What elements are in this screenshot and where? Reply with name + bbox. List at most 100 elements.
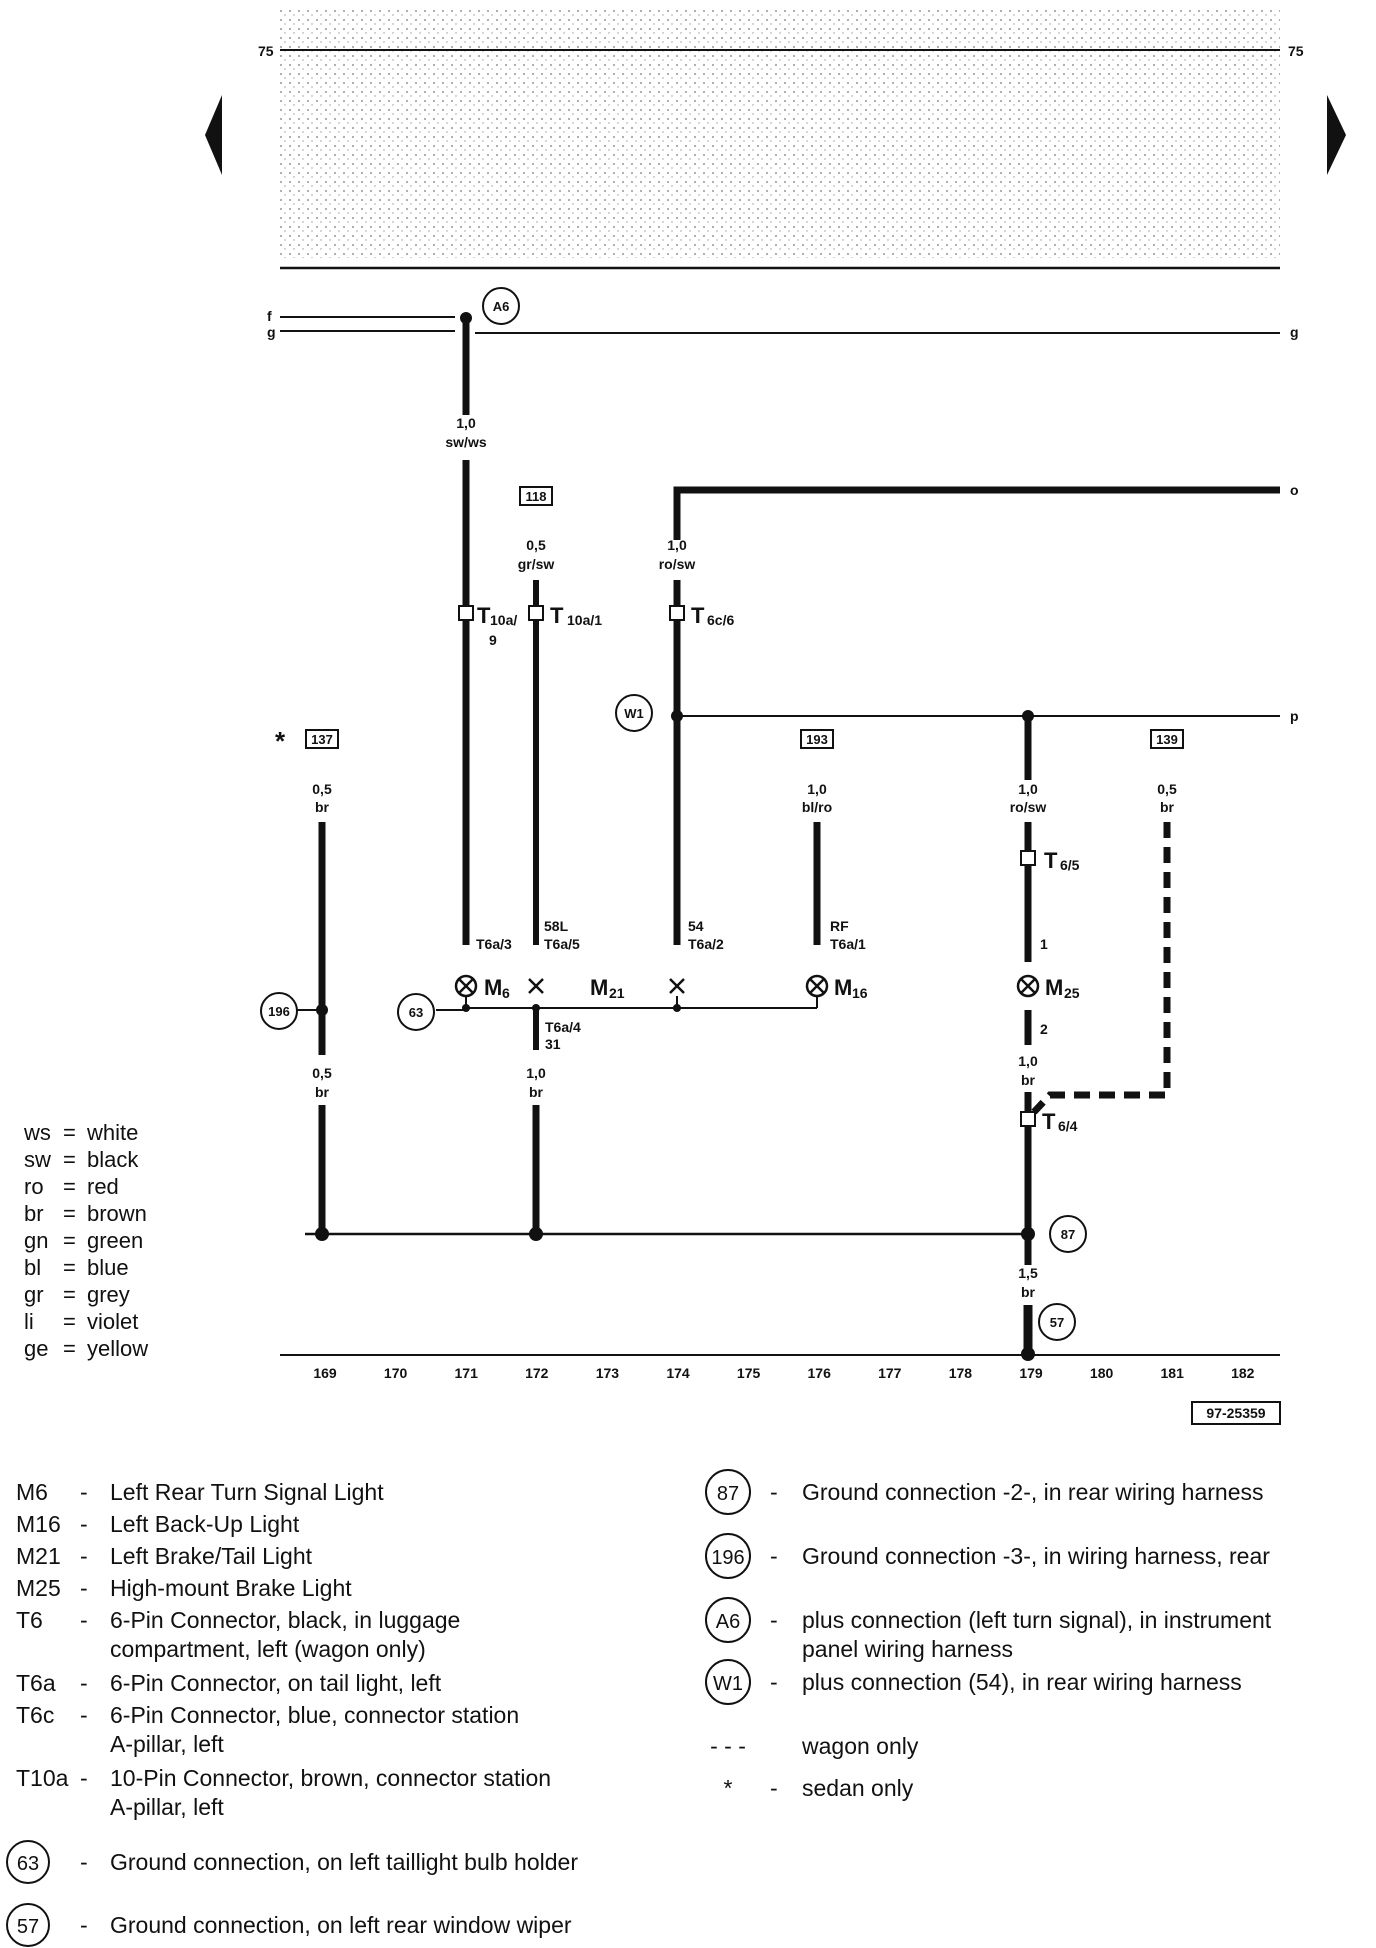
pin-rf: RF: [830, 918, 849, 934]
wire-179-color: ro/sw: [1010, 799, 1047, 815]
connector-t6c-6: T 6c/6: [669, 603, 734, 628]
wire-172-color: gr/sw: [518, 556, 555, 572]
color-key-name: white: [86, 1120, 138, 1145]
legend-text-cont: panel wiring harness: [802, 1636, 1013, 1662]
legend-tag-circle: [705, 1659, 751, 1705]
legend-tag-circle: [705, 1597, 751, 1643]
m25-label: M: [1045, 975, 1063, 1000]
legend-tag: 63: [17, 1853, 39, 1875]
connector-t6-5: T 6/5: [1020, 848, 1080, 873]
lamp-m6-icon: [454, 974, 478, 998]
svg-text:T: T: [477, 603, 491, 628]
legend-code: M21: [16, 1543, 61, 1569]
svg-text:139: 139: [1156, 732, 1178, 747]
connector-t10a-9: T 10a/ 9: [458, 603, 517, 648]
color-key-equals: =: [63, 1336, 76, 1361]
legend-text: Ground connection -2-, in rear wiring ha…: [802, 1479, 1264, 1505]
column-number: 170: [384, 1365, 408, 1381]
legend-tag: A6: [716, 1611, 740, 1633]
circle-tag-w1: W1: [615, 694, 653, 732]
wire-179b-size: 1,0: [1018, 1053, 1038, 1069]
connection-legend-right: 87-Ground connection -2-, in rear wiring…: [705, 1469, 1272, 1705]
legend-text: 6-Pin Connector, black, in luggage: [110, 1607, 460, 1633]
svg-text:6/5: 6/5: [1060, 857, 1080, 873]
legend-tag: 87: [717, 1483, 739, 1505]
svg-text:T: T: [691, 603, 705, 628]
wire-179c-color: br: [1021, 1284, 1036, 1300]
column-number: 179: [1019, 1365, 1043, 1381]
legend-text: 10-Pin Connector, brown, connector stati…: [110, 1765, 551, 1791]
color-key-name: brown: [87, 1201, 147, 1226]
circle-tag-87: 87: [1049, 1215, 1087, 1253]
next-page-arrow-icon[interactable]: [1327, 95, 1346, 175]
m16-sub: 16: [852, 985, 868, 1001]
pin-1-label: 1: [1040, 936, 1048, 952]
svg-text:63: 63: [409, 1005, 423, 1020]
ground-legend-left: 63-Ground connection, on left taillight …: [6, 1840, 578, 1947]
circle-tag-63: 63: [397, 993, 435, 1031]
column-number: 178: [949, 1365, 973, 1381]
legend-dash: -: [80, 1543, 88, 1569]
legend-code: M16: [16, 1511, 61, 1537]
column-number: 180: [1090, 1365, 1114, 1381]
color-key-name: grey: [87, 1282, 130, 1307]
column-number: 181: [1161, 1365, 1185, 1381]
legend-tag-circle: [6, 1903, 50, 1947]
prev-page-arrow-icon[interactable]: [205, 95, 222, 175]
legend-text-cont: A-pillar, left: [110, 1794, 224, 1820]
wire-169b-color: br: [315, 1084, 330, 1100]
svg-text:6/4: 6/4: [1058, 1118, 1078, 1134]
m16-label: M: [834, 975, 852, 1000]
column-number: 176: [808, 1365, 832, 1381]
pin-t6a-5: T6a/5: [544, 936, 580, 952]
legend-code: T6a: [16, 1670, 56, 1696]
lamp-m16-icon: [805, 974, 829, 998]
pin-31: 31: [545, 1036, 561, 1052]
m25-sub: 25: [1064, 985, 1080, 1001]
svg-text:T: T: [1042, 1109, 1056, 1134]
legend-dash: -: [770, 1543, 778, 1569]
column-number: 173: [596, 1365, 620, 1381]
legend-text: High-mount Brake Light: [110, 1575, 352, 1601]
rail-g-label-left: g: [267, 324, 276, 340]
column-number: 169: [313, 1365, 337, 1381]
svg-text:10a/1: 10a/1: [567, 612, 602, 628]
wire-176-color: bl/ro: [802, 799, 832, 815]
svg-text:W1: W1: [624, 706, 644, 721]
svg-text:6c/6: 6c/6: [707, 612, 734, 628]
wire-172b-size: 1,0: [526, 1065, 546, 1081]
wire-179-size: 1,0: [1018, 781, 1038, 797]
pin-t6a-4: T6a/4: [545, 1019, 581, 1035]
wire-169-size: 0,5: [312, 781, 332, 797]
line-style-legend: - - -wagon only*-sedan only: [710, 1733, 919, 1801]
rail-f-label: f: [267, 308, 272, 324]
legend-text: Ground connection -3-, in wiring harness…: [802, 1543, 1270, 1569]
legend-text: Ground connection, on left rear window w…: [110, 1912, 572, 1938]
pin-t6a-3: T6a/3: [476, 936, 512, 952]
legend-dash: -: [80, 1511, 88, 1537]
wire-174-color: ro/sw: [659, 556, 696, 572]
legend-dash: -: [80, 1479, 88, 1505]
color-key-name: red: [87, 1174, 119, 1199]
svg-text:97-25359: 97-25359: [1206, 1405, 1265, 1421]
svg-text:57: 57: [1050, 1315, 1064, 1330]
wire-181-color: br: [1160, 799, 1175, 815]
legend-tag-circle: [705, 1533, 751, 1579]
wire-172-size: 0,5: [526, 537, 546, 553]
svg-text:137: 137: [311, 732, 333, 747]
legend-mark-symbol: - - -: [710, 1733, 746, 1759]
legend-dash: -: [770, 1479, 778, 1505]
wire-169-color: br: [315, 799, 330, 815]
rail-g-label-right: g: [1290, 324, 1299, 340]
color-key-code: ge: [24, 1336, 48, 1361]
color-key-equals: =: [63, 1147, 76, 1172]
color-key-equals: =: [63, 1309, 76, 1334]
pin-t6a-2: T6a/2: [688, 936, 724, 952]
circle-tag-a6: A6: [482, 287, 520, 325]
rail-p-label: p: [1290, 708, 1299, 724]
legend-dash: -: [80, 1575, 88, 1601]
pin-2-label: 2: [1040, 1021, 1048, 1037]
column-number: 171: [455, 1365, 479, 1381]
legend-dash: -: [770, 1669, 778, 1695]
legend-tag: W1: [713, 1673, 743, 1695]
